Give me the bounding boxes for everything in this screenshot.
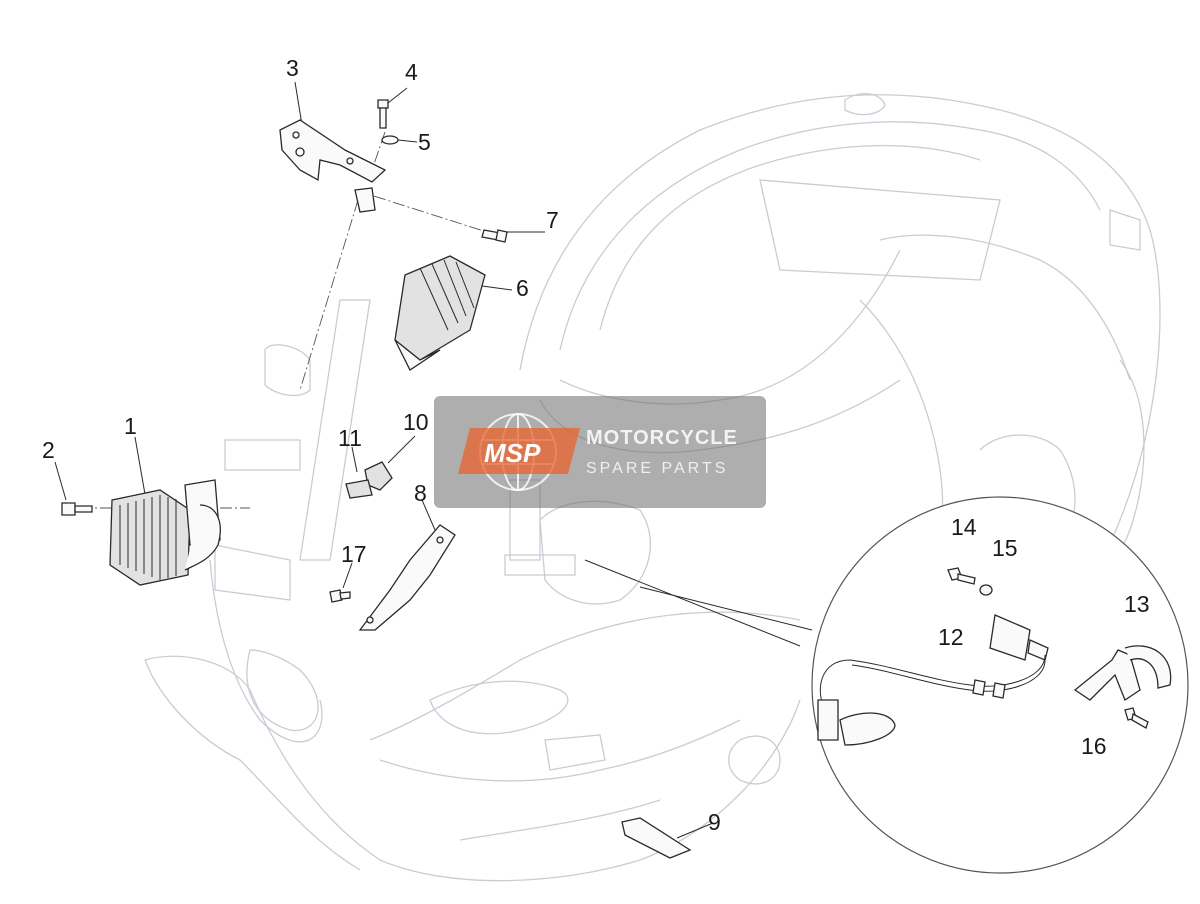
part-1-voltage-regulator <box>109 479 221 586</box>
callout-labels: 1 2 3 4 5 6 7 8 9 10 11 12 13 14 15 16 1… <box>42 55 1150 835</box>
part-6-control-module <box>394 255 486 371</box>
part-13-coil-bracket <box>1073 645 1172 701</box>
callout-12: 12 <box>938 624 964 650</box>
part-2-bolt <box>61 502 93 516</box>
callout-9: 9 <box>708 809 721 835</box>
callout-2: 2 <box>42 437 55 463</box>
watermark-logo: MSP <box>484 438 541 468</box>
part-4-screw <box>377 99 389 129</box>
callout-3: 3 <box>286 55 299 81</box>
part-8-mounting-plate <box>358 524 456 631</box>
watermark-line1: MOTORCYCLE <box>586 427 738 449</box>
part-14-screw <box>947 567 976 585</box>
callout-7: 7 <box>546 207 559 233</box>
callout-10: 10 <box>403 409 429 435</box>
callout-16: 16 <box>1081 733 1107 759</box>
part-16-screw <box>1124 707 1149 729</box>
watermark: MSP MOTORCYCLE SPARE PARTS <box>434 396 766 508</box>
part-9-plate <box>621 817 692 859</box>
callout-13: 13 <box>1124 591 1150 617</box>
part-17-screw <box>329 589 351 603</box>
callout-6: 6 <box>516 275 529 301</box>
callout-15: 15 <box>992 535 1018 561</box>
callout-17: 17 <box>341 541 367 567</box>
callout-5: 5 <box>418 129 431 155</box>
callout-4: 4 <box>405 59 418 85</box>
part-7-screw <box>481 229 508 243</box>
callout-1: 1 <box>124 413 137 439</box>
watermark-line2: SPARE PARTS <box>586 460 728 477</box>
callout-8: 8 <box>414 480 427 506</box>
part-11-rubber-block <box>345 479 373 499</box>
part-12-ignition-coil <box>817 614 1049 746</box>
callout-14: 14 <box>951 514 977 540</box>
callout-11: 11 <box>338 425 362 451</box>
part-15-washer <box>979 584 993 596</box>
part-3-bracket <box>279 119 387 213</box>
part-5-washer <box>381 135 399 145</box>
